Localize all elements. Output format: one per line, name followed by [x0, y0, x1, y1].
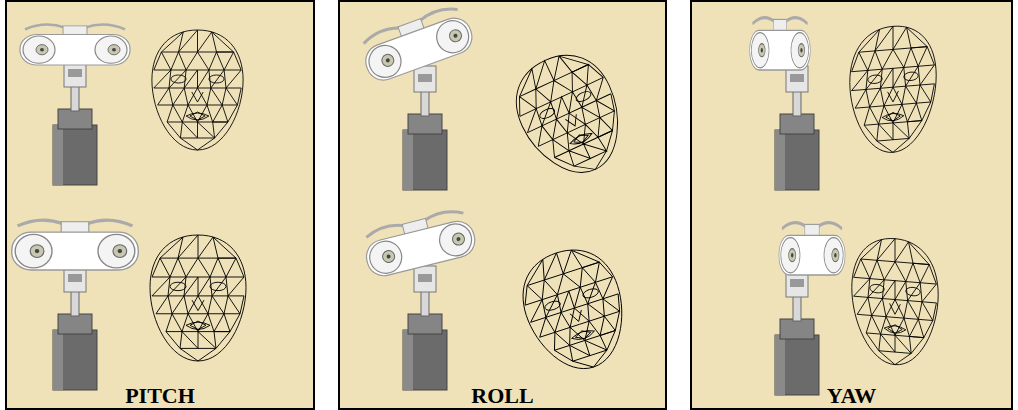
panel-box: YAW — [690, 0, 1013, 410]
panel-label: PITCH — [7, 384, 313, 408]
panel-label: YAW — [692, 384, 1011, 408]
panel-box: PITCH — [5, 0, 315, 410]
panel-box: ROLL — [338, 0, 667, 410]
panel-label: ROLL — [340, 384, 665, 408]
